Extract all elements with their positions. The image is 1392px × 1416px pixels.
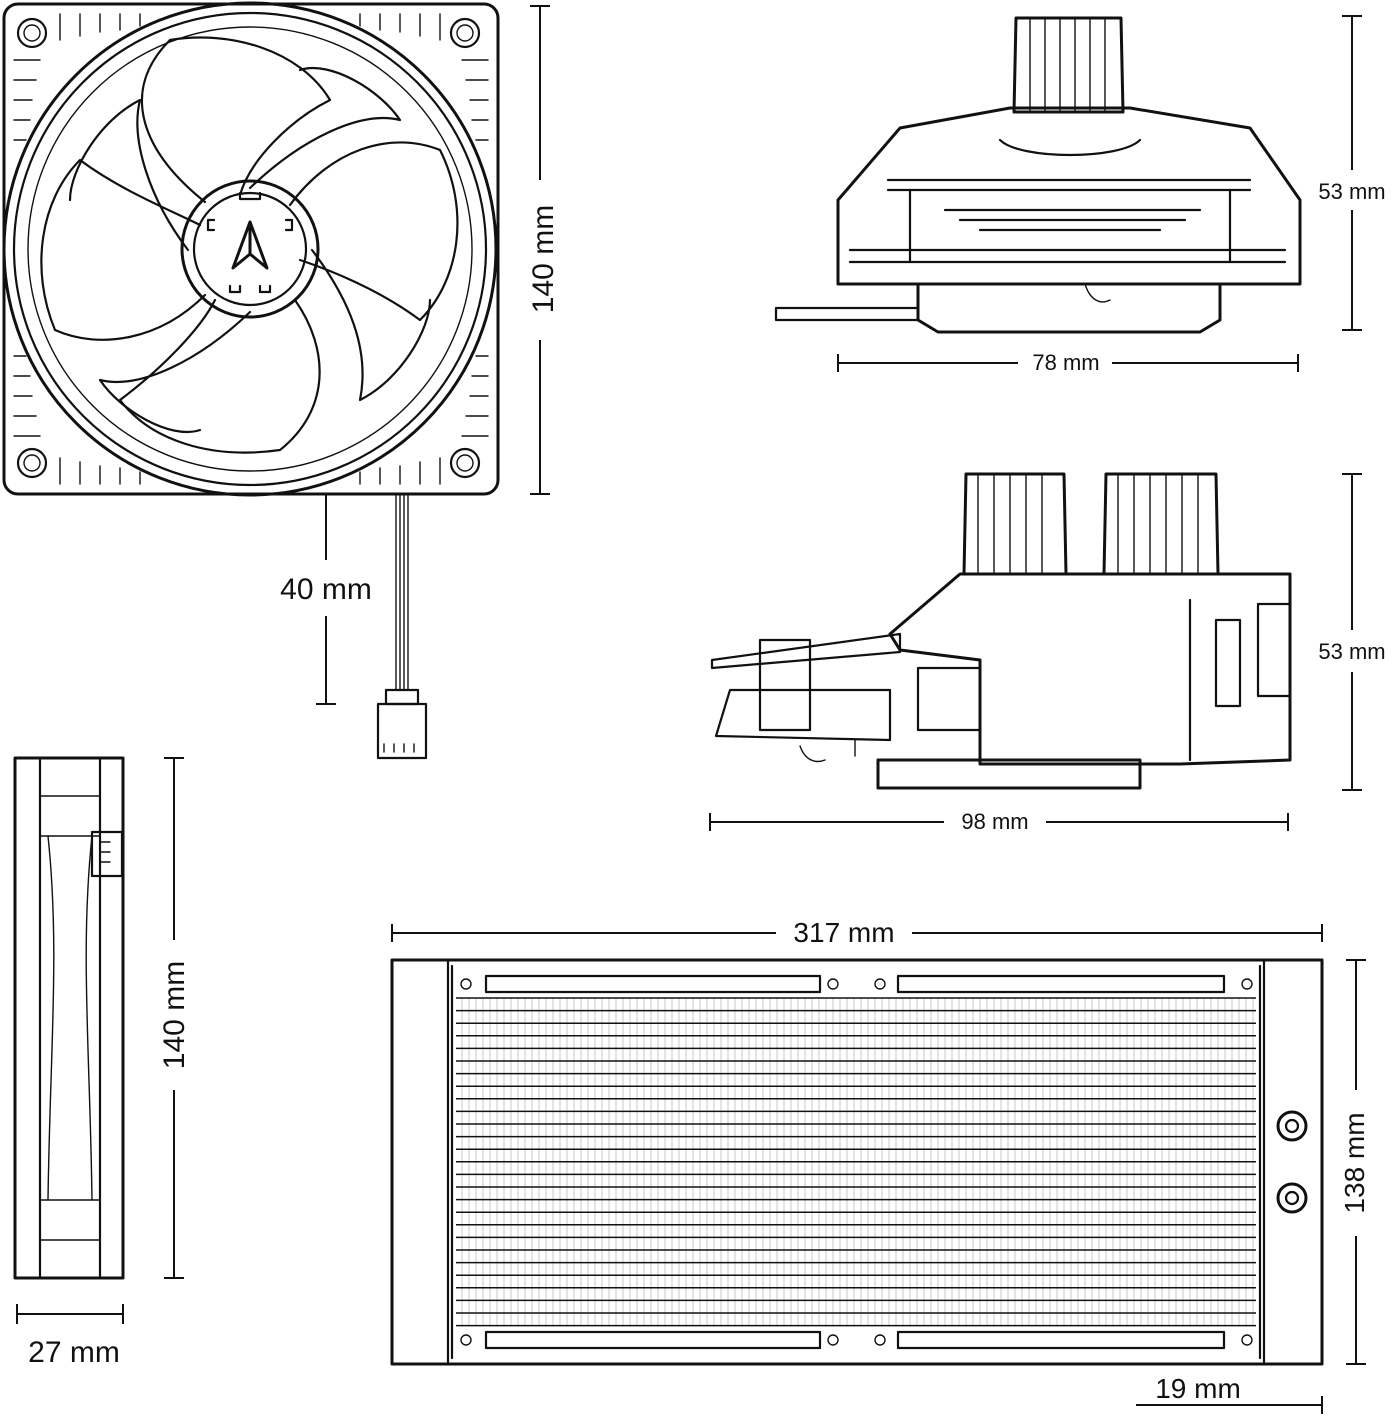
dim-label-fan-width: 140 mm	[527, 205, 560, 313]
dim-label-radiator-width: 138 mm	[1339, 1112, 1370, 1213]
dim-label-radiator-length: 317 mm	[793, 917, 894, 948]
pump-side-view	[710, 472, 1292, 790]
fan-connector-icon	[376, 702, 428, 760]
radiator-fins	[456, 997, 1256, 1327]
fan-front-view	[2, 1, 500, 760]
radiator-mounting-holes	[460, 978, 1253, 1346]
dim-label-radiator-thickness: 19 mm	[1155, 1373, 1241, 1404]
dim-pump-front-width: 78 mm	[837, 350, 1299, 375]
fan-cable	[376, 493, 428, 760]
dim-label-pump-side-height: 53 mm	[1318, 639, 1385, 664]
dim-label-fan-side-height: 140 mm	[158, 961, 191, 1069]
dim-pump-side-width: 98 mm	[709, 809, 1289, 834]
dim-pump-side-height: 53 mm	[1318, 473, 1386, 791]
fan-hub	[180, 179, 320, 319]
dim-fan-thickness: 27 mm	[16, 1304, 124, 1369]
fan-blades	[40, 36, 459, 454]
dim-pump-front-height: 53 mm	[1318, 15, 1386, 331]
dim-label-fan-cable: 40 mm	[280, 573, 372, 606]
dim-label-pump-front-height: 53 mm	[1318, 179, 1385, 204]
dim-radiator-width: 138 mm	[1339, 959, 1370, 1365]
radiator-ports	[1276, 1110, 1308, 1214]
arctic-logo-icon	[231, 220, 269, 270]
fan-side-view	[13, 756, 125, 1280]
dim-radiator-length: 317 mm	[391, 917, 1323, 948]
dim-label-pump-front-width: 78 mm	[1032, 350, 1099, 375]
corner-ribs	[13, 13, 489, 485]
dim-fan-cable: 40 mm	[280, 493, 372, 705]
radiator	[390, 958, 1324, 1366]
dim-radiator-thickness: 19 mm	[1136, 1373, 1323, 1414]
fan-side-connector-icon	[90, 830, 124, 878]
dim-fan-width: 140 mm	[527, 5, 560, 495]
pump-front-view	[774, 16, 1302, 334]
dim-label-pump-side-width: 98 mm	[961, 809, 1028, 834]
dim-fan-side-height: 140 mm	[158, 757, 191, 1279]
corner-screw-holes	[16, 17, 481, 479]
dim-label-fan-thickness: 27 mm	[28, 1336, 120, 1369]
